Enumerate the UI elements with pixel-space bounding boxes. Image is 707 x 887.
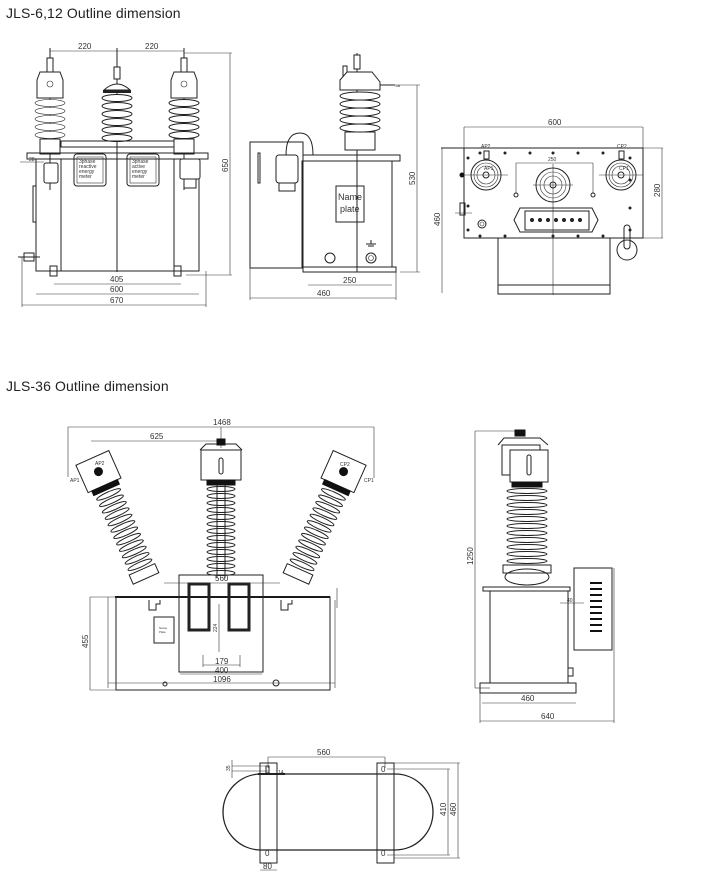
dim-top-width: 600 bbox=[548, 118, 562, 127]
terminal-36-ap1: AP1 bbox=[70, 478, 80, 484]
dim-phase-spacing-1: 220 bbox=[78, 42, 92, 51]
terminal-cp2: CP2 bbox=[617, 144, 627, 150]
dim-body-width: 600 bbox=[110, 285, 124, 294]
dim-base-hole-offset: 35 bbox=[226, 765, 232, 771]
dim-36-base-width: 1096 bbox=[213, 675, 231, 684]
dim-36-side-height: 1250 bbox=[466, 547, 475, 565]
meter-label-active-2: active bbox=[132, 164, 145, 170]
meter-label-reactive-3: energy bbox=[79, 169, 95, 175]
dim-top-depth: 280 bbox=[653, 183, 662, 197]
section-title-jls-6-12: JLS-6,12 Outline dimension bbox=[6, 5, 181, 21]
insulator-left bbox=[34, 48, 66, 190]
insulator-center bbox=[101, 48, 133, 272]
hole-mark-bottom-left: 0 bbox=[265, 849, 270, 858]
dim-top-inner-spacing: 250 bbox=[548, 157, 557, 163]
dim-36-half-span: 625 bbox=[150, 432, 164, 441]
terminal-36-cp2: CP2 bbox=[340, 462, 350, 468]
dim-base-hole-span: 410 bbox=[439, 802, 448, 816]
meter-label-active-1: 3phase bbox=[132, 159, 149, 165]
dim-36-side-base-width: 460 bbox=[521, 694, 535, 703]
dim-phase-spacing-2: 220 bbox=[145, 42, 159, 51]
jls36-side-view: 1250 bbox=[466, 429, 615, 723]
dim-base-hole-spacing: 560 bbox=[317, 748, 331, 757]
jls36-base-plan: 560 14 35 0 0 0 410 460 80 bbox=[222, 748, 460, 871]
meter-label-active-4: meter bbox=[132, 174, 145, 180]
dim-side-overall-depth: 460 bbox=[317, 289, 331, 298]
dim-base-foot-width: 80 bbox=[263, 862, 272, 871]
jls12-side-view: ⊸ Name plate 530 250 bbox=[249, 53, 420, 300]
jls12-front-view: 220 220 bbox=[18, 42, 232, 307]
meter-label-active-3: energy bbox=[132, 169, 148, 175]
nameplate-line-2: plate bbox=[340, 204, 360, 214]
dim-36-center-box: 560 bbox=[215, 574, 229, 583]
meter-label-reactive-2: reactive bbox=[79, 164, 97, 170]
dim-small-offset: 28 bbox=[29, 157, 35, 163]
dim-base-slot-width: 14 bbox=[278, 770, 284, 776]
jls12-top-view: 600 460 280 AP2 AP1 bbox=[433, 118, 663, 295]
dim-36-overall-width: 1468 bbox=[213, 418, 231, 427]
nameplate-36-line-2: Plate bbox=[159, 630, 166, 634]
dim-overall-width: 670 bbox=[110, 296, 124, 305]
dim-36-side-small-offset: 40 bbox=[567, 598, 573, 604]
jls36-front-view: 1468 625 bbox=[67, 418, 375, 691]
dim-top-overall-depth: 460 bbox=[433, 212, 442, 226]
nameplate-line-1: Name bbox=[338, 192, 362, 202]
meter-label-reactive-1: 3phase bbox=[79, 159, 96, 165]
hole-mark-bottom-right: 0 bbox=[381, 849, 386, 858]
terminal-ap2: AP2 bbox=[481, 144, 491, 150]
dim-side-height: 530 bbox=[408, 171, 417, 185]
dim-36-side-overall-depth: 640 bbox=[541, 712, 555, 721]
insulator-right bbox=[168, 48, 200, 190]
dim-36-height: 455 bbox=[81, 634, 90, 648]
dim-36-small-spacing: 179 bbox=[215, 657, 229, 666]
dim-36-bracket-spacing: 400 bbox=[215, 666, 229, 675]
terminal-36-ap2: AP2 bbox=[95, 461, 105, 467]
dim-foot-spacing: 405 bbox=[110, 275, 124, 284]
dim-base-overall: 460 bbox=[449, 802, 458, 816]
dim-height: 650 bbox=[221, 158, 230, 172]
nameplate-36-line-1: Name bbox=[159, 626, 167, 630]
meter-label-reactive-4: meter bbox=[79, 174, 92, 180]
section-title-jls-36: JLS-36 Outline dimension bbox=[6, 378, 169, 394]
terminal-ap1: AP1 bbox=[484, 166, 494, 172]
terminal-cp1: CP1 bbox=[619, 166, 629, 172]
terminal-36-cp1: CP1 bbox=[364, 478, 374, 484]
dim-side-foot-spacing: 250 bbox=[343, 276, 357, 285]
dim-36-inner-height: 224 bbox=[213, 623, 219, 632]
hole-mark-top-right: 0 bbox=[381, 765, 386, 774]
terminal-stub-mark: ⊸ bbox=[395, 84, 400, 90]
